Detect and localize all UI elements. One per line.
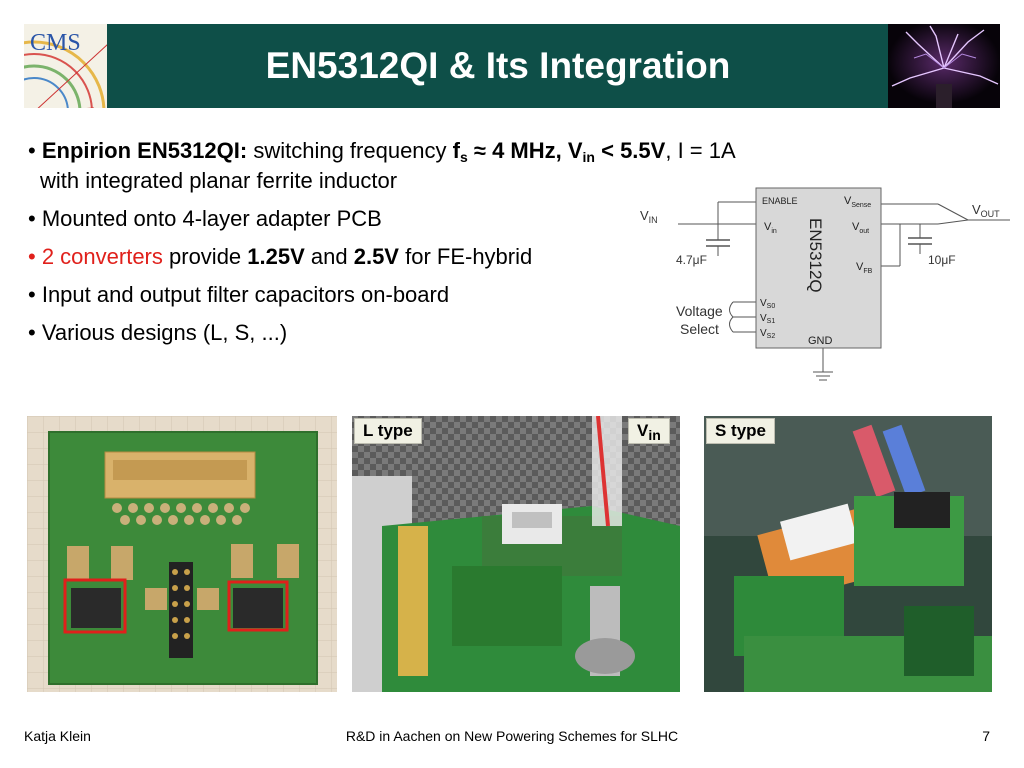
s-type-photo-graphic — [704, 416, 992, 692]
bullet-pcb-text: Mounted onto 4-layer adapter PCB — [41, 206, 382, 231]
output-capacitor-label: 10μF — [928, 253, 956, 267]
en5312-chip — [755, 187, 882, 349]
footer-page-number: 7 — [982, 728, 990, 744]
bullet-capacitors: • Input and output filter capacitors on-… — [28, 280, 449, 310]
vin-external-label: VIN — [640, 208, 658, 225]
fe-hybrid-text: for FE-hybrid — [398, 244, 533, 269]
enable-pin-label: ENABLE — [762, 196, 798, 206]
photo-s-type: S type — [704, 416, 992, 692]
voltage-select-label-1: Voltage — [676, 303, 723, 319]
bullet-dot: • — [28, 206, 42, 231]
bullet-dot: • — [28, 138, 42, 163]
vs1-pin-label: VS1 — [760, 313, 775, 325]
chip-name-label: EN5312Q — [806, 218, 825, 293]
converter-highlight-right — [227, 580, 289, 632]
photo-l-type: L type Vin — [352, 416, 680, 692]
vin-photo-label: Vin — [628, 418, 670, 444]
plasma-arc-image — [888, 24, 1000, 108]
bullet-dot: • — [28, 244, 42, 269]
footer-author: Katja Klein — [24, 728, 91, 744]
bullet-designs-text: Various designs (L, S, ...) — [41, 320, 288, 345]
vs2-pin-label: VS2 — [760, 328, 775, 340]
freq-text: ≈ 4 MHz, V — [467, 138, 583, 163]
voltage-select-label-2: Select — [680, 321, 719, 337]
l-type-label: L type — [354, 418, 422, 444]
vin-subscript: in — [582, 149, 595, 165]
slide-title: EN5312QI & Its Integration — [265, 45, 731, 86]
provide-text: provide — [162, 244, 248, 269]
bullet-designs: • Various designs (L, S, ...) — [28, 318, 287, 348]
vsense-pin-label: VSense — [844, 195, 871, 209]
bullet-dot: • — [28, 320, 42, 345]
bullet-enpirion: • Enpirion EN5312QI: switching frequency… — [28, 136, 736, 166]
cms-logo: CMS — [24, 24, 108, 108]
bullet-converters: • 2 converters provide 1.25V and 2.5V fo… — [28, 242, 532, 272]
and-text: and — [304, 244, 354, 269]
bullet-pcb: • Mounted onto 4-layer adapter PCB — [28, 204, 382, 234]
bullet-enpirion-name: Enpirion EN5312QI: — [41, 138, 248, 163]
footer-talk-title: R&D in Aachen on New Powering Schemes fo… — [345, 728, 679, 744]
fs-subscript: s — [459, 149, 468, 165]
gnd-pin-label: GND — [808, 335, 833, 347]
input-capacitor-label: 4.7μF — [676, 253, 707, 267]
current-text: , I = 1A — [665, 138, 736, 163]
l-type-photo-graphic — [352, 416, 680, 692]
converters-highlight: 2 converters — [41, 244, 163, 269]
bullet-enpirion-text: switching frequency — [247, 138, 453, 163]
vout-pin-label: Vout — [852, 221, 869, 235]
fs-symbol: f — [452, 138, 460, 163]
pcb-photo-graphic — [27, 416, 337, 692]
converter-highlight-left — [63, 578, 127, 634]
converter-schematic: ENABLE VSense Vin Vout VFB VS0 VS1 VS2 G… — [640, 187, 1010, 381]
title-bar — [24, 24, 1000, 108]
vin-pin-label: Vin — [764, 221, 777, 235]
bullet-capacitors-text: Input and output filter capacitors on-bo… — [41, 282, 450, 307]
voltage-2: 2.5V — [353, 244, 399, 269]
cms-logo-graphic — [24, 40, 107, 108]
bullet-enpirion-continuation: with integrated planar ferrite inductor — [40, 168, 398, 193]
s-type-label: S type — [706, 418, 776, 444]
photo-adapter-pcb — [27, 416, 337, 692]
vout-external-label: VOUT — [972, 202, 1000, 219]
cms-logo-text: CMS — [30, 30, 81, 56]
voltage-1: 1.25V — [247, 244, 305, 269]
vfb-pin-label: VFB — [856, 261, 873, 275]
vin-limit: < 5.5V — [595, 138, 666, 163]
plasma-arc-graphic — [888, 24, 1000, 108]
vs0-pin-label: VS0 — [760, 298, 775, 310]
bullet-dot: • — [28, 282, 42, 307]
